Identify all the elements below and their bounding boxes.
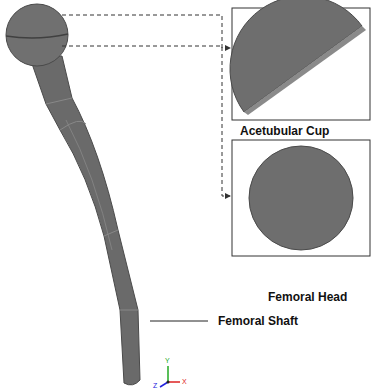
axis-origin bbox=[167, 381, 170, 384]
stem-edge bbox=[46, 98, 138, 310]
cup-rim bbox=[244, 26, 366, 115]
part-label: Femoral Shaft bbox=[218, 314, 298, 328]
y-axis bbox=[167, 366, 169, 382]
head-inset bbox=[249, 146, 353, 250]
x-axis bbox=[168, 381, 180, 383]
leader-line bbox=[150, 321, 208, 322]
femoral-head bbox=[6, 4, 68, 66]
cup-boundary bbox=[6, 34, 68, 38]
axis-label: Z bbox=[153, 382, 157, 390]
part-label: Femoral Head bbox=[268, 290, 347, 304]
cup-inset bbox=[230, 0, 362, 112]
axis-label: Y bbox=[165, 357, 170, 365]
inset-box bbox=[232, 140, 370, 256]
callout-line bbox=[62, 46, 230, 196]
stem-edge bbox=[66, 120, 112, 250]
callout-line bbox=[62, 15, 230, 48]
part-label: Acetubular Cup bbox=[240, 124, 329, 138]
femoral-stem bbox=[30, 56, 140, 385]
axis-label: X bbox=[182, 378, 187, 386]
